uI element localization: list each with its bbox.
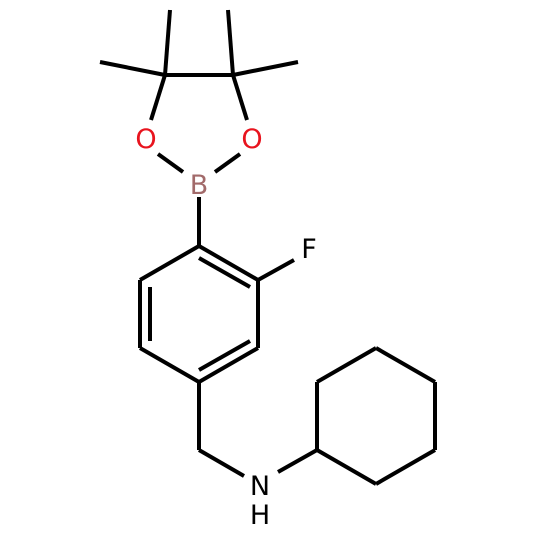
bond-c-o-right [231, 74, 249, 121]
bond-o-b-right [213, 152, 242, 174]
bond-ar-1 [198, 244, 259, 282]
bond-c-f [257, 258, 295, 282]
bond-ar-3 [198, 346, 259, 384]
bond-methyl-tl-left [99, 60, 166, 77]
atom-labels: B O O F N H [135, 124, 316, 531]
bond-lines [99, 9, 437, 486]
boron-label: B [190, 170, 209, 201]
bond-methyl-tr-right [232, 60, 299, 77]
bond-ar-4 [139, 346, 200, 384]
bond-cy-2 [316, 346, 377, 384]
bond-o-b-left [156, 152, 185, 174]
bond-cy-6 [316, 448, 377, 486]
oxygen-right-label: O [241, 124, 262, 155]
bond-methyl-tl-up [163, 9, 172, 76]
oxygen-left-label: O [135, 124, 156, 155]
bond-ch2-n [197, 448, 246, 478]
fluorine-label: F [301, 234, 317, 265]
bond-cy-3 [375, 346, 436, 384]
bond-methyl-tr-up [226, 9, 235, 76]
bond-ar-double-top [198, 256, 251, 289]
nitrogen-label: N [250, 471, 270, 502]
bond-cy-5 [375, 448, 436, 486]
bond-ar-double-bottom [198, 339, 251, 372]
bond-c-o-left [149, 74, 167, 121]
bond-ar-6 [139, 244, 200, 282]
amine-hydrogen-label: H [250, 500, 270, 531]
bond-n-cy [277, 448, 318, 474]
